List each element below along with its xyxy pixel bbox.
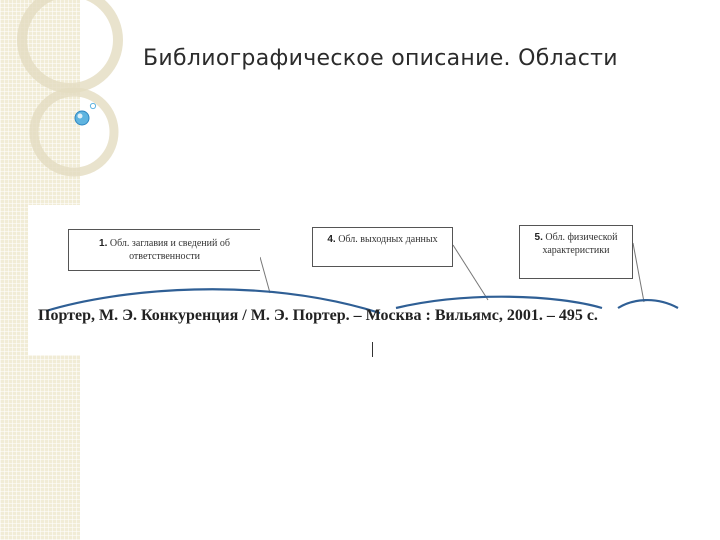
callout-area-4: 4. Обл. выходных данных [312,227,453,267]
callout-text: Обл. выходных данных [338,234,438,245]
text-cursor [372,342,373,357]
callout-text: Обл. заглавия и сведений об ответственно… [109,238,230,262]
bubble-icon-large [74,110,90,126]
citation-text: Портер, М. Э. Конкуренция / М. Э. Портер… [38,307,598,324]
bubble-icon-small [89,102,97,110]
callout-number: 4. [327,234,336,245]
decorative-circles [17,0,123,177]
brace-area-4 [395,295,603,310]
brace-area-1 [45,288,381,315]
leader-line-4 [452,244,489,301]
leader-line-5 [632,242,645,303]
callout-number: 1. [99,238,108,249]
callout-text: Обл. физической характеристики [542,232,618,256]
figure-lines [45,242,679,315]
callout-number: 5. [534,232,543,243]
leader-line-1 [259,256,271,294]
brace-area-5 [617,298,679,309]
callout-area-1: 1. Обл. заглавия и сведений об ответстве… [68,229,260,271]
slide-title: Библиографическое описание. Области [143,46,618,71]
bibliographic-figure: 1. Обл. заглавия и сведений об ответстве… [28,205,690,357]
callout-area-5: 5. Обл. физической характеристики [519,225,633,279]
